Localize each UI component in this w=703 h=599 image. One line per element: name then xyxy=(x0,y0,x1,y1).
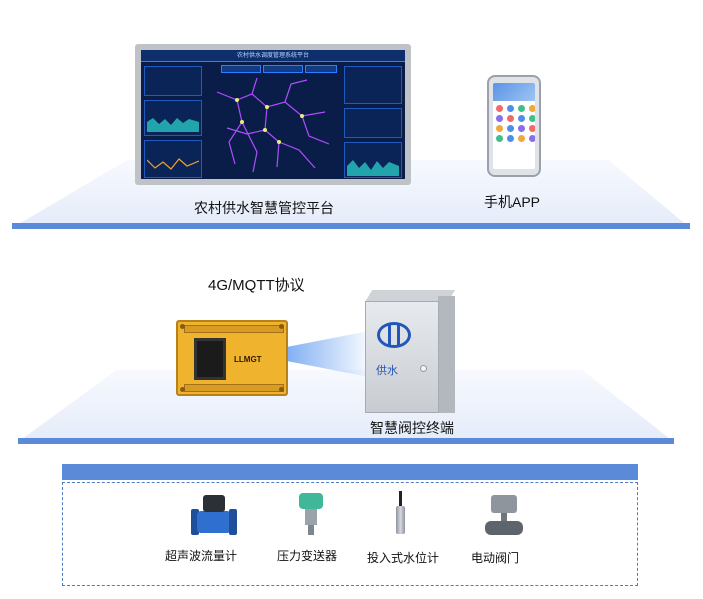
terminal-block xyxy=(184,384,284,392)
app-icon xyxy=(507,125,514,132)
app-icon xyxy=(529,115,535,122)
valve-control-cabinet: 供水 xyxy=(365,290,455,414)
device-label: 压力变送器 xyxy=(277,549,338,563)
app-icon xyxy=(518,135,525,142)
app-icon xyxy=(518,115,525,122)
pipeline-map xyxy=(216,77,330,173)
dashboard-screen: 农村供水调度管理系统平台 xyxy=(141,50,405,179)
device-label: 超声波流量计 xyxy=(165,549,238,563)
phone-screen xyxy=(493,83,535,169)
ultrasonic-flowmeter-icon xyxy=(185,495,245,539)
water-logo-icon xyxy=(388,324,391,346)
dashboard-title: 农村供水调度管理系统平台 xyxy=(141,50,405,62)
dashboard-panel xyxy=(144,66,202,96)
app-icon xyxy=(496,115,503,122)
screw-icon xyxy=(279,324,284,329)
dashboard-panel xyxy=(144,140,202,178)
app-icon xyxy=(529,105,535,112)
rtu-controller: LLMGT xyxy=(176,320,288,396)
app-icon xyxy=(507,105,514,112)
dashboard-trend xyxy=(147,118,199,132)
dashboard-panel xyxy=(344,66,402,104)
mobile-phone xyxy=(487,75,541,177)
cabinet-door: 供水 xyxy=(365,301,439,413)
terminal-block xyxy=(184,325,284,333)
dashboard-trend xyxy=(147,158,199,170)
device-label: 电动阀门 xyxy=(471,551,520,565)
dashboard-trend xyxy=(347,160,399,176)
app-icon xyxy=(496,125,503,132)
app-icon xyxy=(496,105,503,112)
cabinet-text: 供水 xyxy=(376,365,398,377)
devices-group: 超声波流量计 压力变送器 投入式水位计 电动阀门 xyxy=(62,482,638,586)
pressure-transmitter-icon xyxy=(281,493,341,537)
screw-icon xyxy=(180,387,185,392)
app-icon xyxy=(507,115,514,122)
app-icon xyxy=(507,135,514,142)
terminal-stage xyxy=(18,370,674,442)
dashboard-panel xyxy=(344,108,402,138)
controller-brand: LLMGT xyxy=(234,355,262,364)
app-icon xyxy=(529,125,535,132)
cabinet-roof xyxy=(365,290,455,302)
app-icon xyxy=(529,135,535,142)
platform-tier: 农村供水调度管理系统平台 xyxy=(0,0,703,240)
controller-display xyxy=(194,338,226,380)
dashboard-stat xyxy=(221,65,261,73)
app-caption: 手机APP xyxy=(484,194,541,210)
terminal-stage-edge xyxy=(18,438,674,444)
screw-icon xyxy=(279,387,284,392)
devices-header-bar xyxy=(62,464,638,480)
app-icon xyxy=(518,105,525,112)
phone-banner xyxy=(493,83,535,101)
terminal-caption: 智慧阀控终端 xyxy=(370,420,454,436)
protocol-label: 4G/MQTT协议 xyxy=(208,277,305,294)
water-logo-icon xyxy=(377,322,411,348)
platform-monitor: 农村供水调度管理系统平台 xyxy=(135,44,411,185)
submersible-level-sensor-icon xyxy=(371,491,431,535)
cabinet-side xyxy=(438,296,455,413)
app-icon xyxy=(496,135,503,142)
app-icon xyxy=(518,125,525,132)
cabinet-lock-icon xyxy=(420,365,427,372)
water-logo-icon xyxy=(397,324,400,346)
electric-valve-icon xyxy=(473,495,533,539)
platform-stage-edge xyxy=(12,223,690,229)
dashboard-stat xyxy=(263,65,303,73)
device-label: 投入式水位计 xyxy=(367,551,440,565)
platform-caption: 农村供水智慧管控平台 xyxy=(194,200,334,216)
screw-icon xyxy=(180,324,185,329)
dashboard-stat xyxy=(305,65,337,73)
app-icon-grid xyxy=(493,101,535,146)
